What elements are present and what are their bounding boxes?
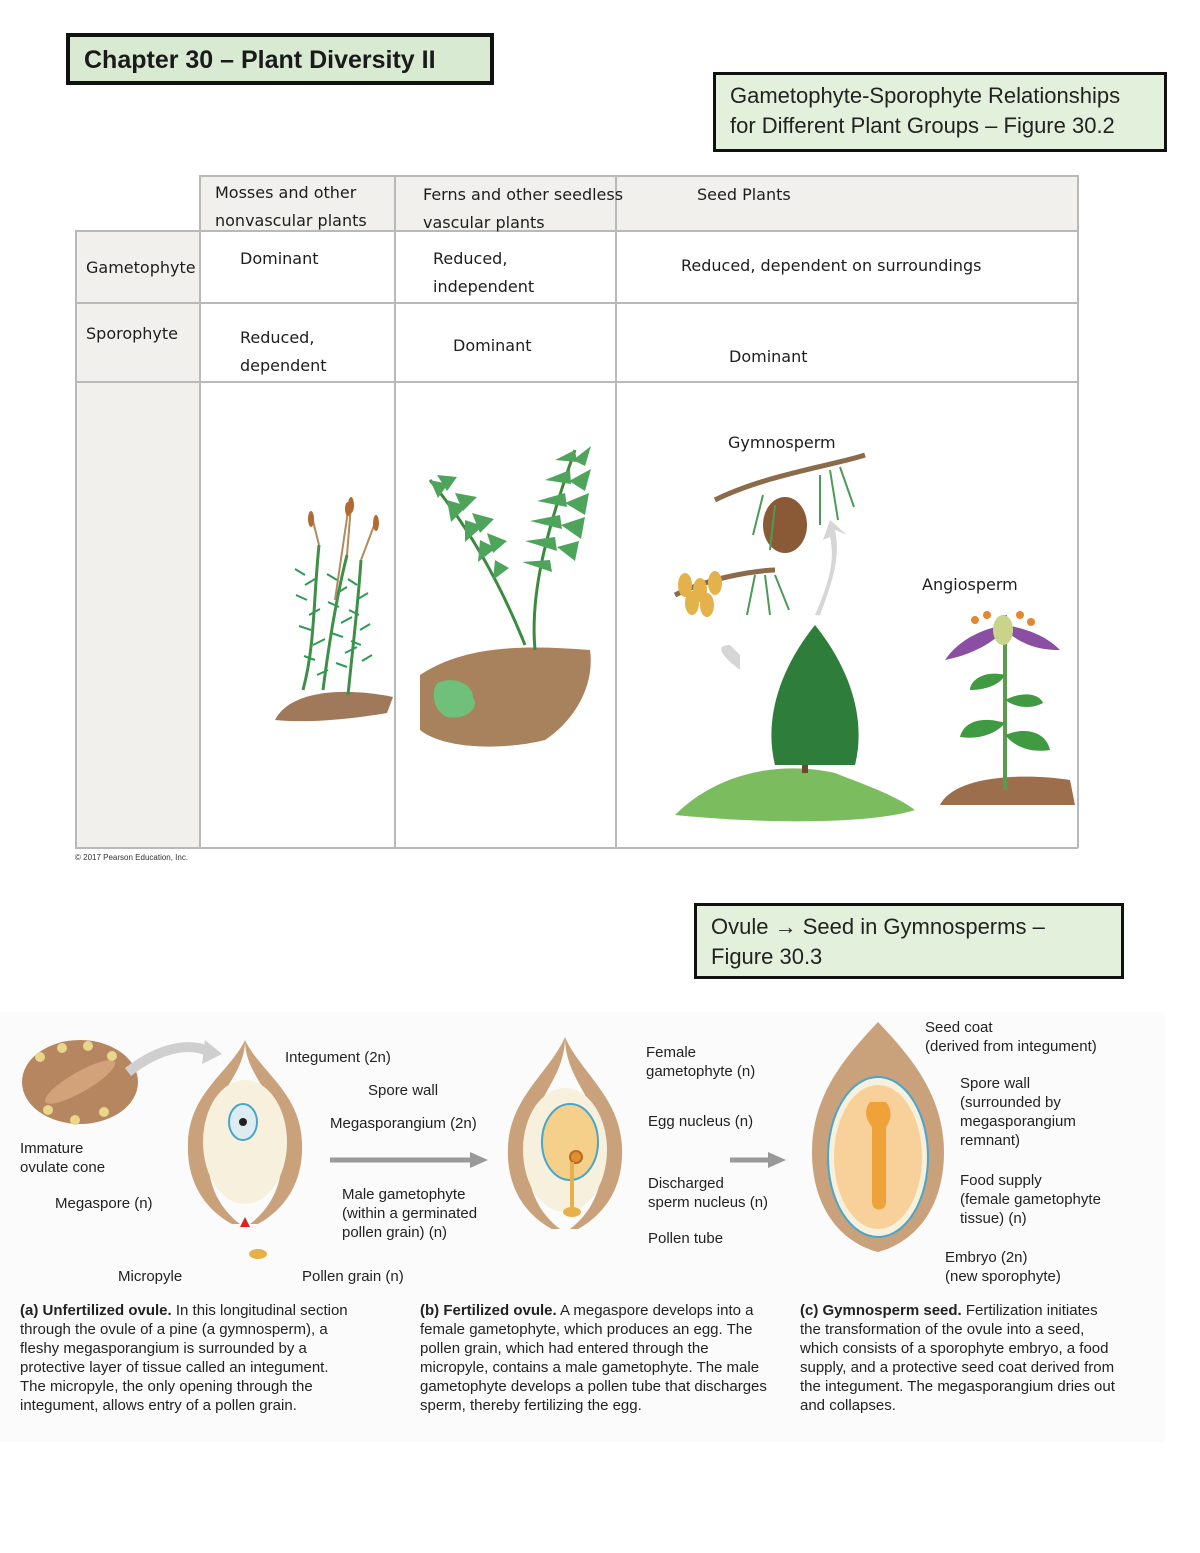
angiosperm-label: Angiosperm: [922, 575, 1018, 594]
label-seed-coat-line2: (derived from integument): [925, 1038, 1097, 1055]
gymnosperm-label: Gymnosperm: [728, 433, 836, 452]
chapter-title: Chapter 30 – Plant Diversity II: [66, 33, 494, 85]
cell-sporophyte-ferns: Dominant: [453, 336, 532, 355]
ovule-to-seed-figure: Integument (2n) Spore wall Megasporangiu…: [0, 1012, 1165, 1442]
label-egg-nucleus: Egg nucleus (n): [648, 1113, 754, 1130]
caption-c-title: (c) Gymnosperm seed.: [800, 1302, 962, 1319]
label-male-gametophyte: Male gametophyte (within a germinated po…: [342, 1185, 477, 1242]
row-label-sporophyte: Sporophyte: [86, 324, 178, 343]
label-discharged-sperm-line2: sperm nucleus (n): [648, 1194, 769, 1211]
cell-gametophyte-mosses: Dominant: [240, 249, 319, 268]
col-header-mosses: Mosses and other nonvascular plants: [215, 179, 367, 235]
col-header-ferns: Ferns and other seedless vascular plants: [423, 181, 623, 237]
unfertilized-ovule: [187, 1040, 303, 1259]
gymnosperm-seed: [812, 1022, 944, 1252]
caption-a-text: In this longitudinal section through the…: [20, 1302, 348, 1414]
label-food-supply-line1: Food supply: [960, 1172, 1042, 1189]
gymnosperm-illustration: [673, 452, 915, 822]
cell-gametophyte-ferns: Reduced, independent: [433, 245, 534, 301]
label-megasporangium: Megasporangium (2n): [330, 1115, 477, 1132]
cell-sporophyte-mosses-line1: Reduced,: [240, 328, 315, 347]
col-header-mosses-line2: nonvascular plants: [215, 211, 367, 230]
label-immature-cone-line1: Immature: [20, 1140, 84, 1157]
caption-a-title: (a) Unfertilized ovule.: [20, 1302, 172, 1319]
label-spore-wall: Spore wall: [368, 1082, 439, 1099]
gametophyte-sporophyte-table: Mosses and other nonvascular plants Fern…: [75, 175, 1079, 849]
label-female-gametophyte-line1: Female: [646, 1044, 697, 1061]
immature-ovulate-cone: [22, 1040, 138, 1125]
label-food-supply-line3: tissue) (n): [960, 1210, 1027, 1227]
label-immature-cone: Immature ovulate cone: [20, 1139, 105, 1177]
fern-illustration: [420, 446, 591, 747]
cell-sporophyte-mosses: Reduced, dependent: [240, 324, 327, 380]
label-immature-cone-line2: ovulate cone: [20, 1159, 106, 1176]
col-header-ferns-line1: Ferns and other seedless: [423, 185, 624, 204]
figure-30-3-title-box: Ovule → Seed in Gymnosperms – Figure 30.…: [694, 903, 1124, 979]
label-spore-wall-seed-line2: (surrounded by: [960, 1094, 1061, 1111]
caption-b-text: A megaspore develops into a female gamet…: [420, 1302, 767, 1414]
label-female-gametophyte-line2: gametophyte (n): [646, 1063, 756, 1080]
label-seed-coat: Seed coat (derived from integument): [925, 1018, 1097, 1056]
label-female-gametophyte: Female gametophyte (n): [646, 1043, 755, 1081]
angiosperm-illustration: [940, 611, 1075, 805]
figure-30-3-title-line1: Ovule → Seed in Gymnosperms –: [711, 914, 1045, 939]
label-seed-coat-line1: Seed coat: [925, 1019, 993, 1036]
caption-c-text: Fertilization initiates the transformati…: [800, 1302, 1115, 1414]
cell-gametophyte-ferns-line2: independent: [433, 277, 535, 296]
label-discharged-sperm: Discharged sperm nucleus (n): [648, 1174, 768, 1212]
moss-illustration: [275, 497, 393, 722]
ovule-diagrams: [22, 1022, 944, 1259]
col-header-ferns-line2: vascular plants: [423, 213, 545, 232]
label-megaspore: Megaspore (n): [55, 1195, 153, 1212]
label-male-gametophyte-line3: pollen grain) (n): [342, 1224, 448, 1241]
caption-fertilized-ovule: (b) Fertilized ovule. A megaspore develo…: [420, 1301, 770, 1415]
copyright-text: © 2017 Pearson Education, Inc.: [75, 853, 189, 862]
caption-gymnosperm-seed: (c) Gymnosperm seed. Fertilization initi…: [800, 1301, 1115, 1415]
label-male-gametophyte-line1: Male gametophyte: [342, 1186, 466, 1203]
label-micropyle: Micropyle: [118, 1268, 183, 1285]
label-embryo: Embryo (2n) (new sporophyte): [945, 1248, 1061, 1286]
fertilized-ovule: [507, 1037, 623, 1229]
label-food-supply: Food supply (female gametophyte tissue) …: [960, 1171, 1101, 1228]
label-embryo-line2: (new sporophyte): [945, 1268, 1061, 1285]
cell-sporophyte-mosses-line2: dependent: [240, 356, 327, 375]
col-header-mosses-line1: Mosses and other: [215, 183, 357, 202]
label-male-gametophyte-line2: (within a germinated: [342, 1205, 478, 1222]
figure-30-2-title-box: Gametophyte-Sporophyte Relationships for…: [713, 72, 1167, 152]
caption-b-title: (b) Fertilized ovule.: [420, 1302, 557, 1319]
label-food-supply-line2: (female gametophyte: [960, 1191, 1101, 1208]
label-spore-wall-seed-line3: megasporangium: [960, 1113, 1076, 1130]
cell-gametophyte-seed: Reduced, dependent on surroundings: [681, 256, 982, 275]
figure-30-3-title-line2: Figure 30.3: [711, 944, 823, 969]
table-grid: [75, 175, 1079, 849]
label-embryo-line1: Embryo (2n): [945, 1249, 1028, 1266]
cell-sporophyte-seed: Dominant: [729, 347, 808, 366]
label-spore-wall-seed-line1: Spore wall: [960, 1075, 1031, 1092]
label-pollen-tube: Pollen tube: [648, 1230, 724, 1247]
figure-30-2-title-line1: Gametophyte-Sporophyte Relationships: [730, 83, 1121, 108]
col-header-seed-plants: Seed Plants: [697, 185, 791, 204]
figure-30-2-title-line2: for Different Plant Groups – Figure 30.2: [730, 113, 1115, 138]
label-discharged-sperm-line1: Discharged: [648, 1175, 724, 1192]
row-label-gametophyte: Gametophyte: [86, 258, 196, 277]
label-pollen-grain: Pollen grain (n): [302, 1268, 404, 1285]
label-spore-wall-seed-line4: remnant): [960, 1132, 1021, 1149]
label-spore-wall-seed: Spore wall (surrounded by megasporangium…: [960, 1074, 1076, 1150]
caption-unfertilized-ovule: (a) Unfertilized ovule. In this longitud…: [20, 1301, 350, 1415]
cell-gametophyte-ferns-line1: Reduced,: [433, 249, 508, 268]
label-integument: Integument (2n): [285, 1049, 391, 1066]
